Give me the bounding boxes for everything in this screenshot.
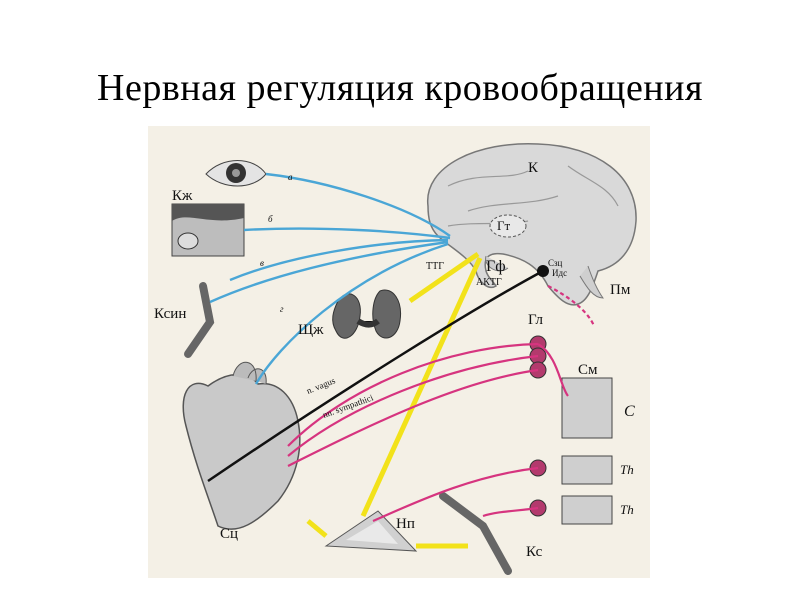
label-ttg: ТТГ <box>426 261 444 272</box>
sympathetic-pathways <box>287 285 596 523</box>
label-thyroid: Щж <box>298 322 324 338</box>
label-g: г <box>280 304 284 314</box>
thyroid <box>332 289 402 339</box>
regulation-diagram: К Гт Гф ТТГ АКТГ Сзц Идс Пм Кж Ксин Щж Г… <box>148 126 650 578</box>
label-a: а <box>288 172 293 182</box>
label-cortex: К <box>528 160 539 176</box>
label-hypothalamus: Гт <box>497 218 511 233</box>
label-skin: Кж <box>172 188 193 204</box>
label-medulla: Пм <box>610 282 631 298</box>
label-szc: Сзц <box>548 258 563 268</box>
vessel-sinus <box>184 282 215 358</box>
label-c: C <box>624 403 635 420</box>
label-pituitary: Гф <box>486 258 506 275</box>
heart <box>182 361 301 530</box>
hormone-pathways <box>306 251 483 549</box>
label-heart-center: Сц <box>220 526 238 542</box>
label-vagus: n. vagus <box>305 375 337 396</box>
diagram-canvas: К Гт Гф ТТГ АКТГ Сзц Идс Пм Кж Ксин Щж Г… <box>154 143 637 575</box>
label-actg: АКТГ <box>476 277 502 288</box>
eye <box>205 160 267 187</box>
label-ids: Идс <box>552 268 567 278</box>
vessel-ks <box>439 492 512 575</box>
afferent-pathways <box>209 172 451 385</box>
label-adrenal: Нп <box>396 516 415 532</box>
hypothalamus-shape <box>489 214 527 238</box>
label-spinal: См <box>578 362 598 378</box>
label-vessel-sinus: Ксин <box>154 306 186 322</box>
label-th1: Th <box>620 462 634 477</box>
spinal-segments <box>561 377 613 525</box>
vagus-nerve <box>207 269 544 483</box>
label-b: б <box>268 214 273 224</box>
adrenal <box>324 510 418 552</box>
page-title: Нервная регуляция кровообращения <box>97 67 703 109</box>
label-th2: Th <box>620 502 634 517</box>
ganglia <box>529 335 547 517</box>
label-vessel: Кс <box>526 544 543 560</box>
label-v: в <box>260 258 264 268</box>
skin-section <box>171 203 245 257</box>
label-ganglion: Гл <box>528 312 544 328</box>
